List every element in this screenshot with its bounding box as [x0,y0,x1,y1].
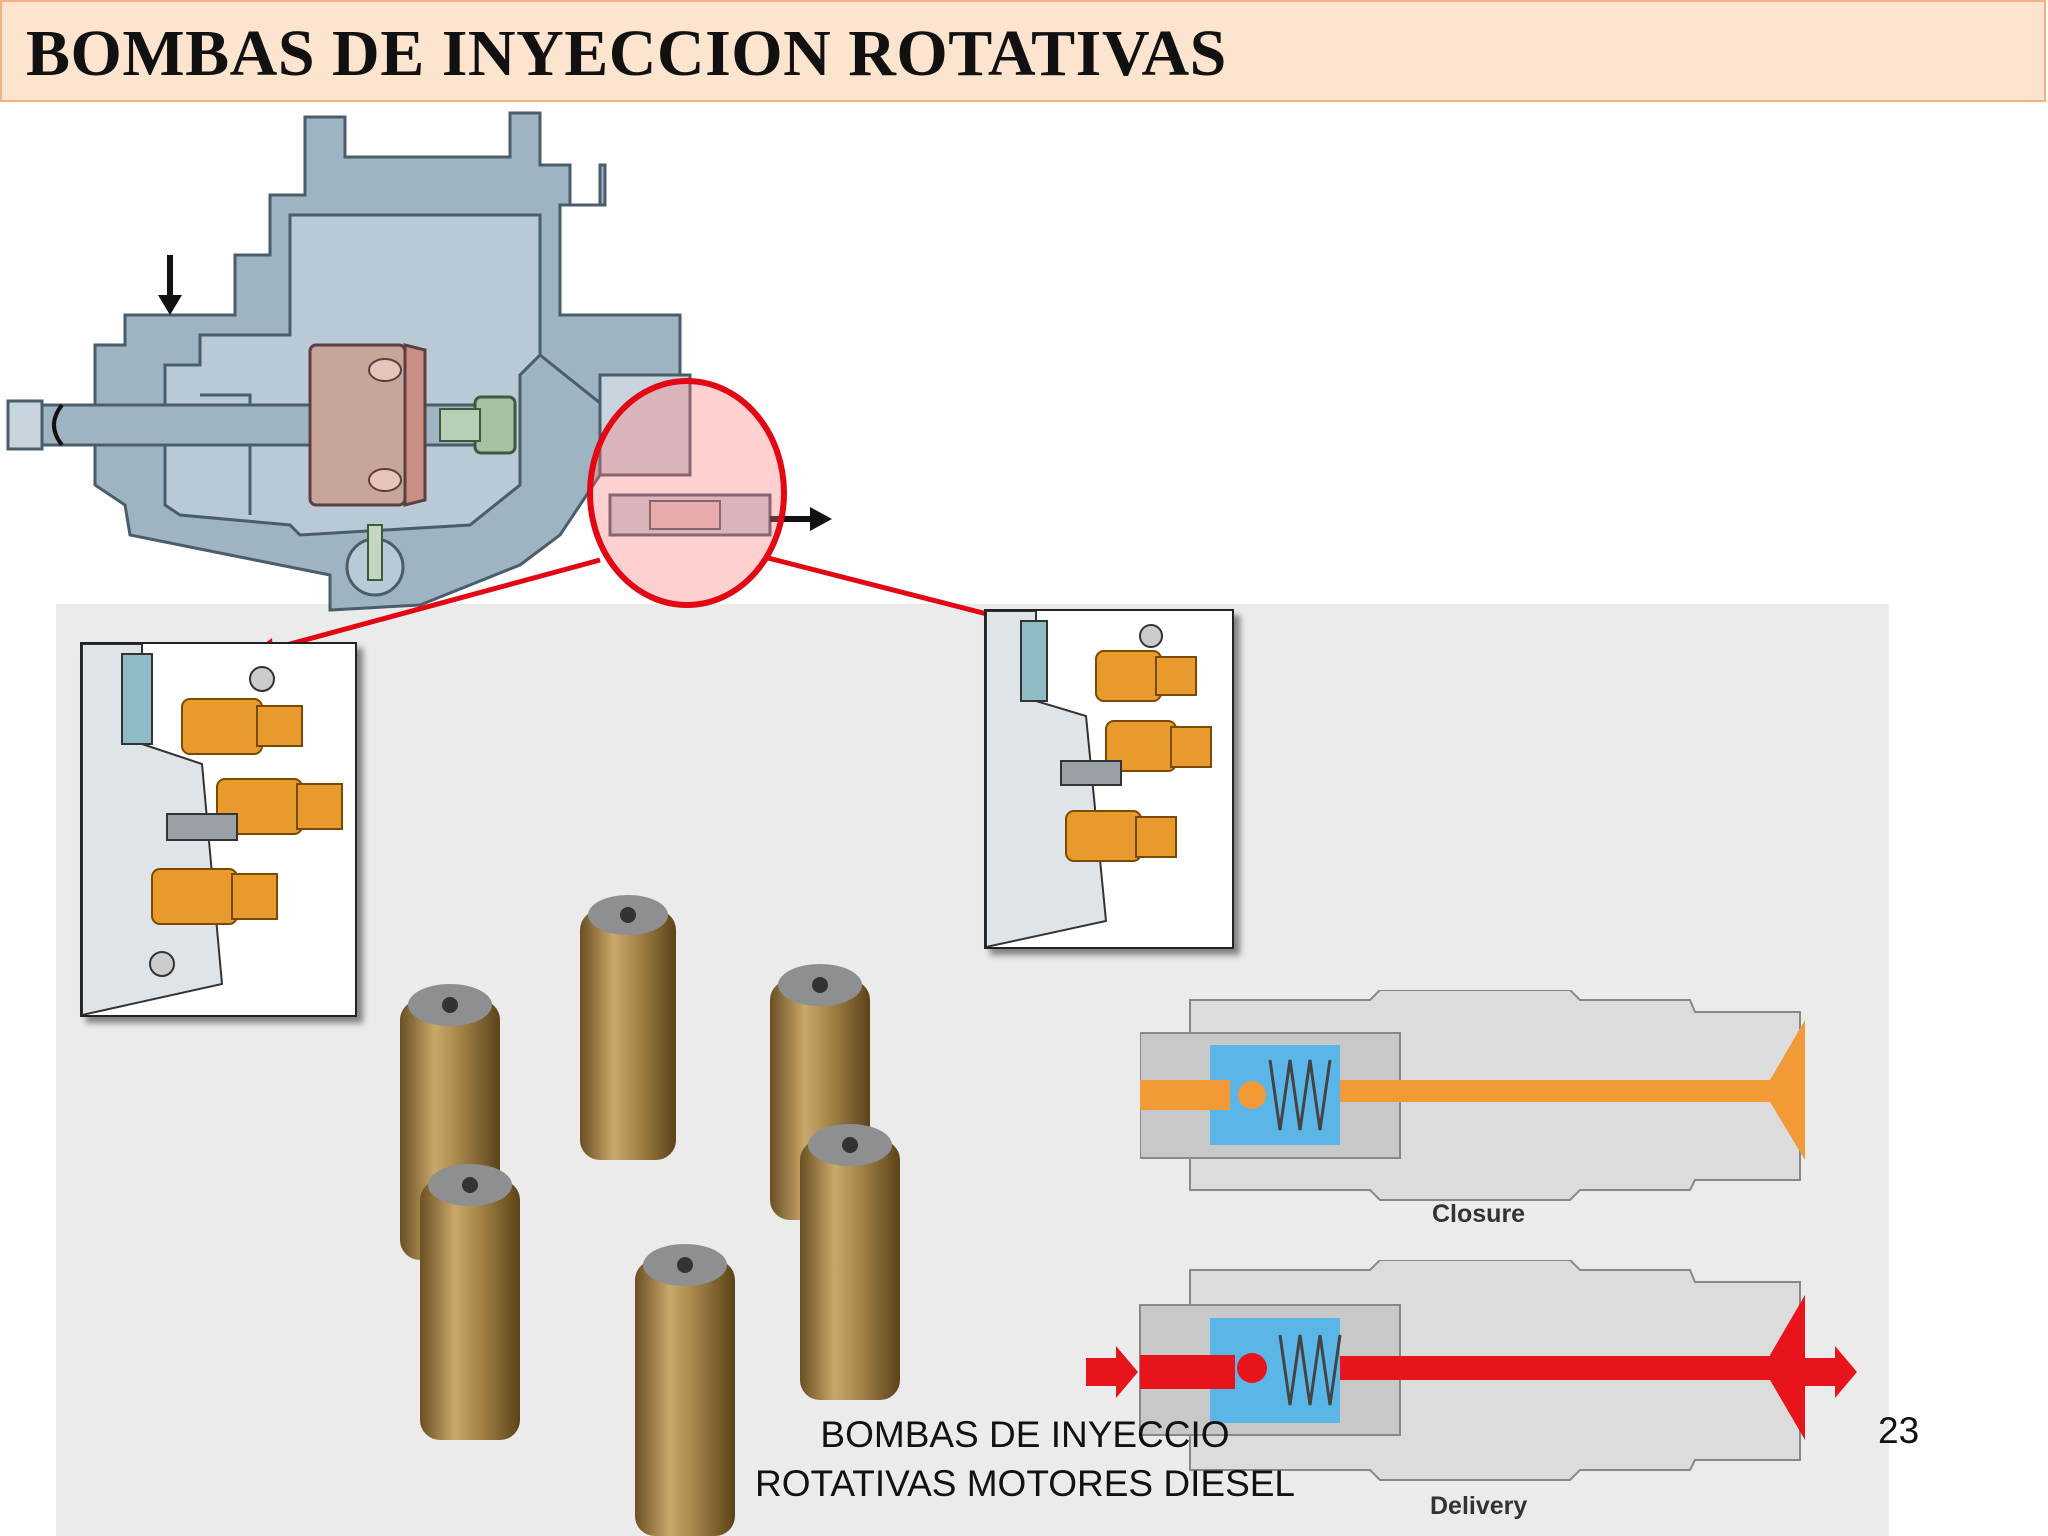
title-bar: BOMBAS DE INYECCION ROTATIVAS [0,0,2046,102]
brass-valve [635,1244,735,1536]
delivery-valves-photo [400,895,900,1536]
page-number: 23 [1878,1410,1920,1451]
brass-valve [420,1164,520,1440]
slide-title: BOMBAS DE INYECCION ROTATIVAS [26,17,1227,90]
delivery-diagram [1086,1260,1857,1481]
closure-label: Closure [1432,1200,1526,1228]
brass-valve [580,895,676,1160]
closure-diagram [1140,990,1805,1201]
pump-detail-inset-right [984,609,1234,949]
delivery-label: Delivery [1430,1492,1528,1520]
pump-detail-inset-left [80,642,357,1017]
footer-line-2: ROTATIVAS MOTORES DIESEL [754,1463,1296,1504]
brass-valve [800,1124,900,1400]
pump-cross-section [6,111,832,612]
highlight-overlay [248,378,1087,660]
footer-caption: BOMBAS DE INYECCIO ROTATIVAS MOTORES DIE… [720,1410,1330,1508]
footer-line-1: BOMBAS DE INYECCIO [820,1414,1230,1455]
